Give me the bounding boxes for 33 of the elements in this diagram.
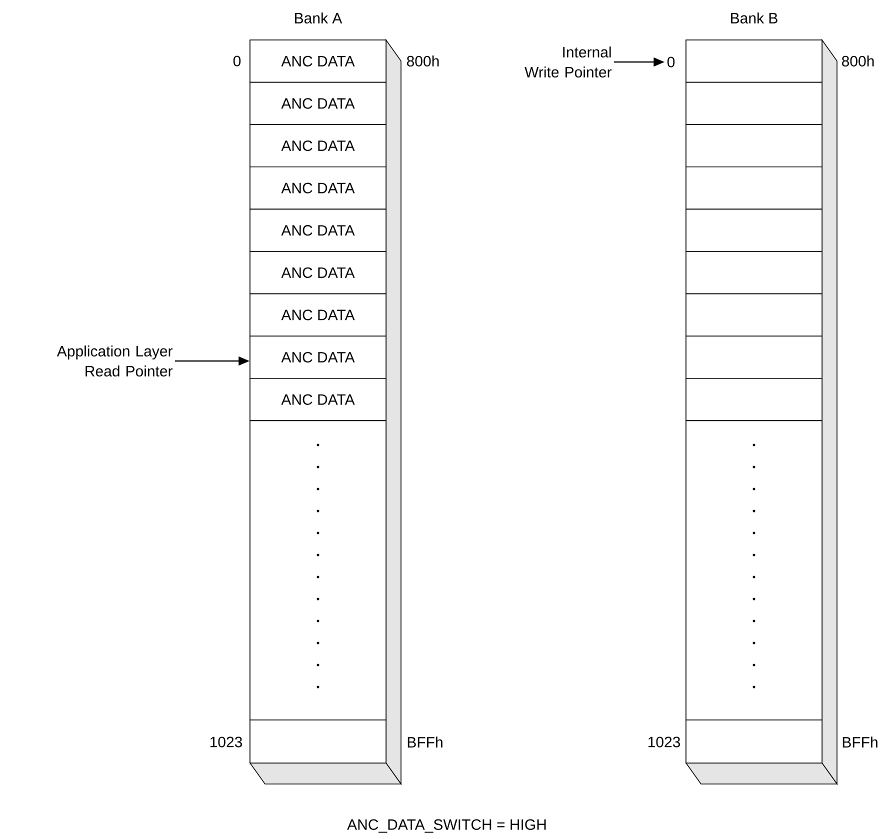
memory-cell: ANC DATA <box>250 82 386 125</box>
pointer-label: Internal Write Pointer <box>524 46 612 78</box>
empty-memory-cell <box>686 251 822 294</box>
address-label: 1023 <box>210 736 242 748</box>
address-label: 0 <box>667 56 675 68</box>
empty-memory-cell <box>686 293 822 336</box>
node-label: Bank A <box>295 12 342 24</box>
address-label: BFFh <box>842 736 878 748</box>
empty-memory-cell <box>686 378 822 422</box>
memory-cell: ANC DATA <box>250 166 386 210</box>
memory-cell: ANC DATA <box>250 40 386 83</box>
memory-cell: ANC DATA <box>250 336 386 379</box>
address-label: 800h <box>406 56 439 66</box>
node-label: Bank B <box>731 12 778 24</box>
empty-memory-cell <box>686 208 822 252</box>
memory-cell: ANC DATA <box>250 124 386 168</box>
empty-memory-cell <box>686 336 822 379</box>
address-label: BFFh <box>408 736 442 748</box>
address-label: 0 <box>233 56 241 66</box>
address-label: 1023 <box>648 736 680 748</box>
pointer-label: Application Layer Read Pointer <box>56 346 173 376</box>
empty-memory-cell <box>686 166 822 210</box>
memory-cell: ANC DATA <box>250 251 386 294</box>
empty-memory-cell <box>686 82 822 125</box>
empty-memory-cell <box>686 124 822 168</box>
memory-cell: ANC DATA <box>250 208 386 252</box>
caption: ANC_DATA_SWITCH = HIGH <box>347 819 546 833</box>
empty-memory-cell <box>686 40 822 83</box>
empty-memory-cell <box>686 720 822 764</box>
empty-memory-cell <box>250 720 386 764</box>
memory-cell: ANC DATA <box>250 293 386 336</box>
memory-cell: ANC DATA <box>250 378 386 422</box>
address-label: 800h <box>842 56 874 66</box>
